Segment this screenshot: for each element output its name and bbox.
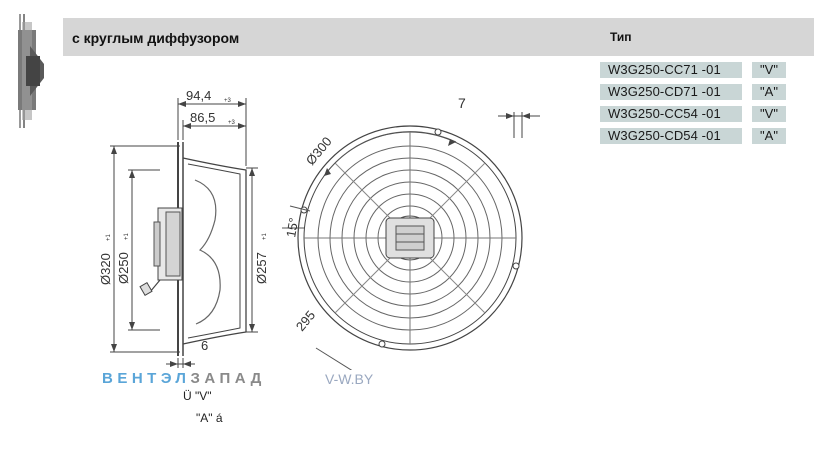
dim-257-tol: +1 [262,232,268,240]
header-bar: с круглым диффузором Тип [63,18,814,56]
dim-257: Ø257 [254,252,269,284]
dim-250: Ø250 [116,252,131,284]
model-name: W3G250-CD54 -01 [600,128,742,144]
model-row: W3G250-CC71 -01 "V" [600,62,800,80]
watermark-site: V-W.BY [325,371,374,387]
dim-94-4: 94,4 [186,88,211,103]
model-variant: "V" [752,62,786,78]
model-type-table: W3G250-CC71 -01 "V" W3G250-CD71 -01 "A" … [600,62,800,150]
model-variant: "A" [752,84,786,100]
model-name: W3G250-CC54 -01 [600,106,742,122]
dim-6: 6 [201,338,208,353]
dim-250-tol: +1 [124,232,130,240]
side-view [110,98,258,368]
model-row: W3G250-CD54 -01 "A" [600,128,800,146]
watermark-part-1: ВЕНТЭЛ [102,370,191,387]
dim-295: 295 [293,308,318,334]
note-line-2: "A" á [196,411,223,425]
dim-320-tol: +1 [106,233,112,241]
front-view [282,112,540,370]
dim-86-5: 86,5 [190,110,215,125]
fan-side-thumbnail [18,14,44,128]
type-column-label: Тип [610,30,632,44]
dim-angle-15: 15° [283,217,301,239]
dim-86-5-tol: +3 [228,120,236,126]
model-variant: "V" [752,106,786,122]
model-name: W3G250-CC71 -01 [600,62,742,78]
model-row: W3G250-CC54 -01 "V" [600,106,800,124]
watermark-part-2: ЗАПАД [190,370,266,387]
note-line-1: Ü "V" [183,389,212,403]
dim-7: 7 [458,95,466,111]
model-variant: "A" [752,128,786,144]
model-name: W3G250-CD71 -01 [600,84,742,100]
dim-pcd-300: Ø300 [303,134,335,168]
header-title: с круглым диффузором [72,30,240,46]
model-row: W3G250-CD71 -01 "A" [600,84,800,102]
dim-320: Ø320 [98,253,113,285]
dim-94-4-tol: +3 [224,98,232,104]
watermark-brand: ВЕНТЭЛЗАПАД [102,370,266,387]
fan-dimension-drawing: 94,4 +3 86,5 +3 Ø320 +1 Ø250 +1 Ø257 +1 … [98,88,540,370]
